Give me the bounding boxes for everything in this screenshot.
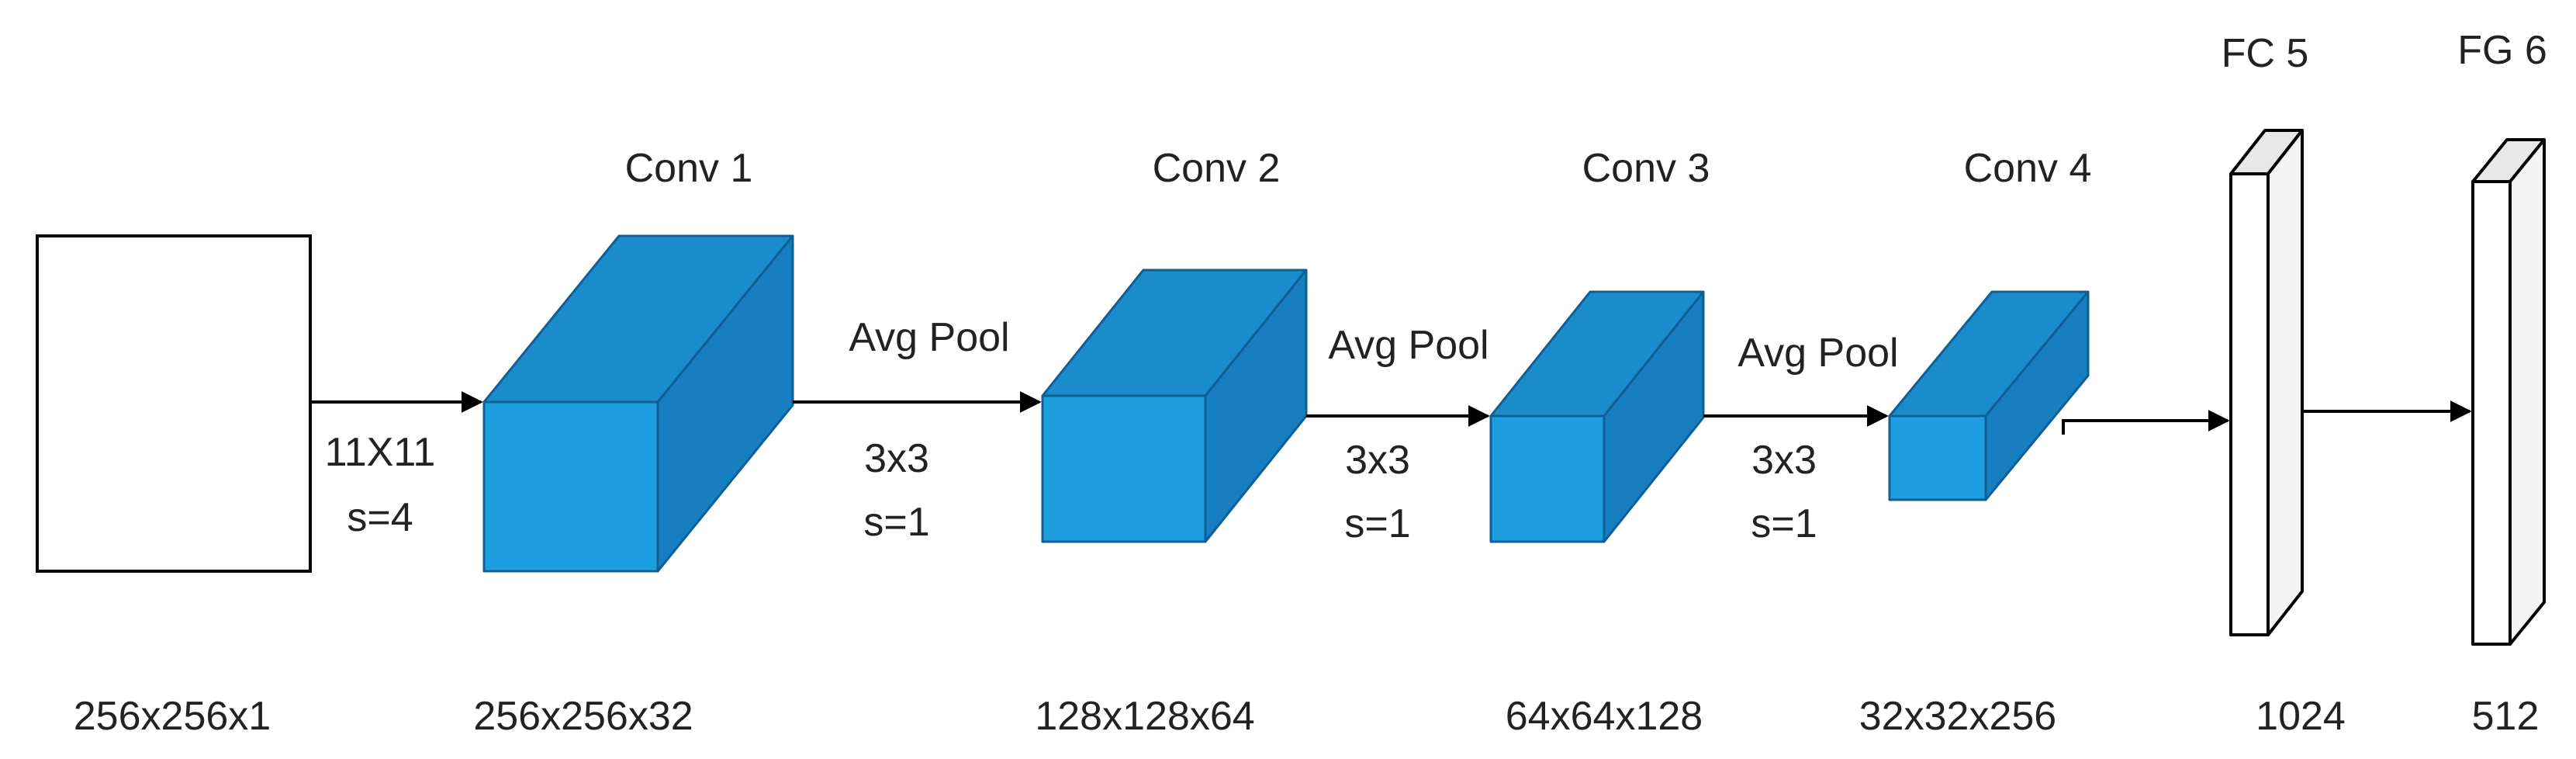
conv1-dims: 256x256x32 <box>473 694 693 739</box>
pool1-name: Avg Pool <box>849 315 1009 360</box>
conv3-dims: 64x64x128 <box>1506 694 1703 739</box>
input-dims: 256x256x1 <box>74 694 271 739</box>
pool3-name: Avg Pool <box>1738 331 1898 376</box>
pool1-stride: s=1 <box>863 500 929 545</box>
conv4-dims: 32x32x256 <box>1859 694 2056 739</box>
conv2-front-face <box>1041 394 1207 543</box>
pool3-stride: s=1 <box>1751 501 1817 546</box>
fc5-title: FC 5 <box>2222 31 2309 76</box>
fc5-dims: 1024 <box>2256 694 2346 739</box>
arrow-conv4-to-fc5 <box>2062 410 2230 435</box>
conv2-block <box>1041 269 1308 543</box>
fc5-block <box>2229 129 2304 636</box>
conv-kernel-stride: s=4 <box>347 495 413 540</box>
pool2-name: Avg Pool <box>1328 323 1489 368</box>
fc6-side-face <box>2509 138 2546 646</box>
fc6-front-face <box>2471 180 2512 646</box>
conv1-front-face <box>482 400 659 573</box>
conv3-title: Conv 3 <box>1582 146 1710 191</box>
conv3-block <box>1489 290 1705 543</box>
conv1-title: Conv 1 <box>625 146 753 191</box>
conv2-title: Conv 2 <box>1153 146 1281 191</box>
fc5-side-face <box>2267 129 2304 636</box>
pool3-size: 3x3 <box>1751 438 1817 483</box>
conv3-front-face <box>1489 414 1606 543</box>
conv4-title: Conv 4 <box>1964 146 2092 191</box>
conv4-front-face <box>1888 414 1987 501</box>
fc6-dims: 512 <box>2472 694 2540 739</box>
pool2-stride: s=1 <box>1344 501 1410 546</box>
conv2-dims: 128x128x64 <box>1035 694 1254 739</box>
conv4-block <box>1888 290 2090 501</box>
fc6-block <box>2471 138 2546 646</box>
input-layer-box <box>36 234 312 573</box>
pool2-size: 3x3 <box>1345 438 1410 483</box>
fc6-title: FG 6 <box>2457 28 2547 73</box>
fc5-front-face <box>2229 172 2270 636</box>
conv1-block <box>482 234 794 573</box>
conv-kernel-size: 11X11 <box>325 430 436 475</box>
pool1-size: 3x3 <box>864 436 929 481</box>
